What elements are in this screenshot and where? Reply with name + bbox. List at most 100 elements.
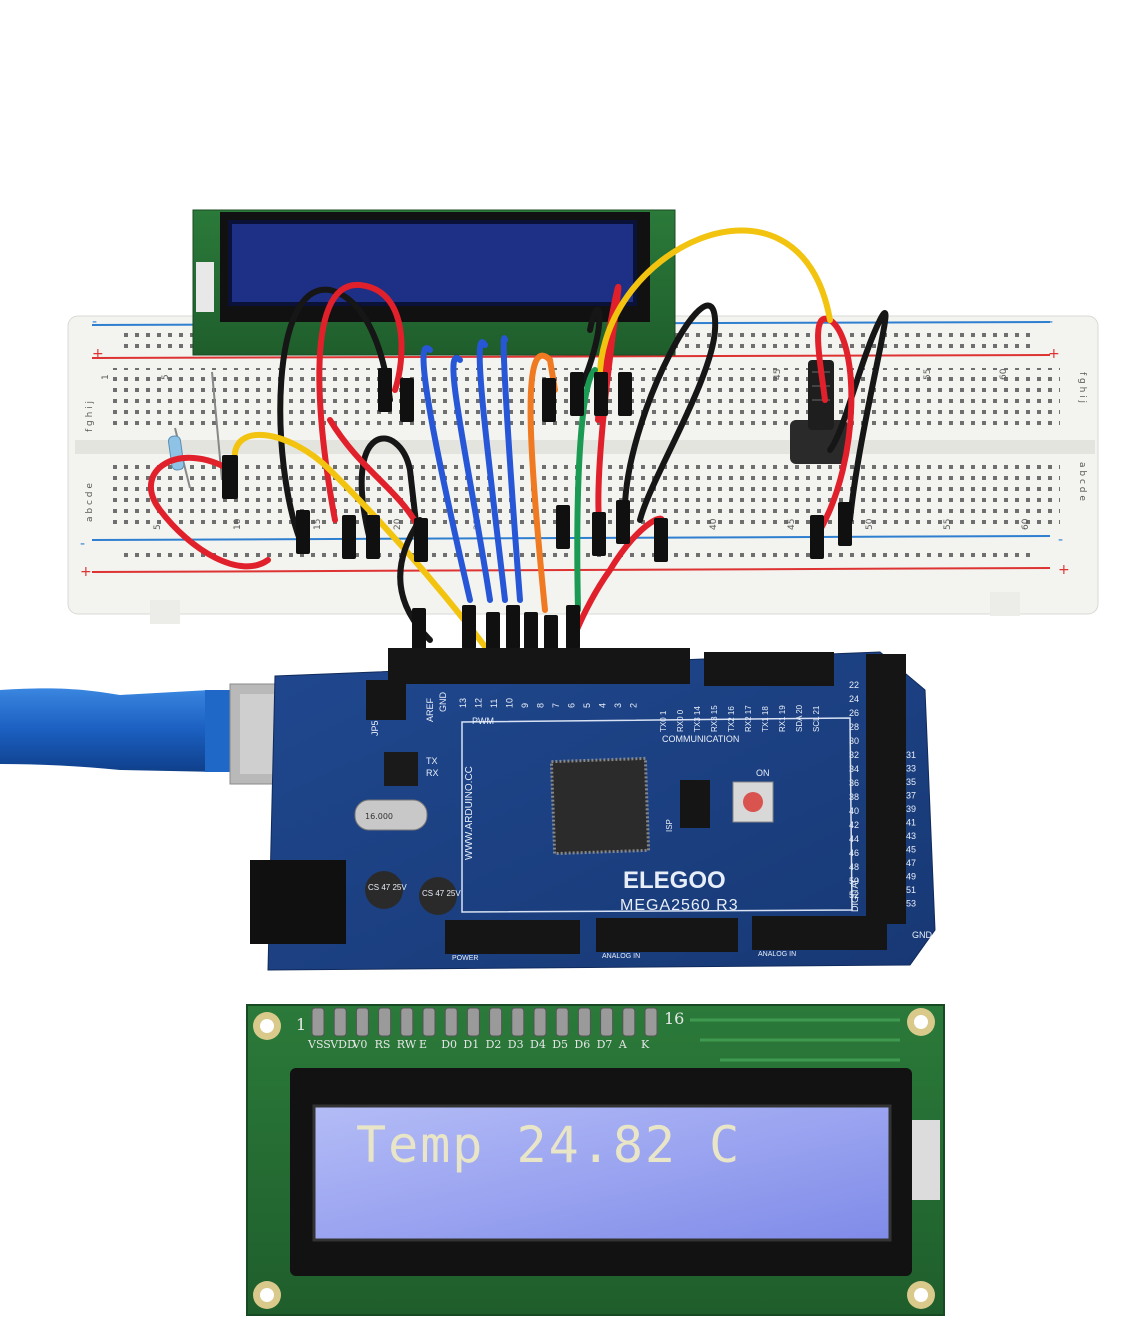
digital-pin-label: 24 — [849, 694, 859, 704]
power-label: POWER — [452, 955, 478, 962]
comm-pin-label: TX2 16 — [727, 706, 736, 732]
lcd-pin — [355, 1007, 369, 1037]
lcd-pin-label: D5 — [552, 1038, 568, 1051]
gnd-label: GND — [438, 692, 448, 713]
digital-pin-label: 43 — [906, 831, 916, 841]
pwm-pin-label: 11 — [489, 699, 499, 708]
lcd-pin-label: A — [618, 1038, 628, 1051]
digital-pin-label: 52 — [849, 890, 859, 900]
pwm-pin-label: 5 — [582, 703, 592, 708]
row-number-top: 5 — [161, 374, 171, 380]
lcd-pin — [466, 1007, 480, 1037]
rail-plus-top-left: + — [92, 346, 104, 362]
lcd-pin-header — [311, 1007, 658, 1037]
lcd-pin — [600, 1007, 614, 1037]
pwm-pin-label: 12 — [474, 698, 484, 708]
digital-pin-label: 49 — [906, 872, 916, 882]
pwm-pin-label: 3 — [613, 703, 623, 708]
lcd-pin — [622, 1007, 636, 1037]
digital-pin-label: 40 — [849, 806, 859, 816]
lcd-pin-label: D3 — [508, 1038, 524, 1051]
row-number-bottom: 5 — [153, 524, 163, 530]
row-number-top: 1 — [101, 374, 111, 380]
analog-in-label-2: ANALOG IN — [758, 951, 796, 958]
lcd-display-text: Temp 24.82 C — [356, 1116, 741, 1174]
digital-pin-label: 30 — [849, 736, 859, 746]
pwm-label: PWM — [472, 716, 494, 726]
rail-minus-bottom-right: - — [1058, 532, 1063, 548]
comm-pin-label: RX3 15 — [710, 705, 719, 732]
digital-pin-label: 22 — [849, 680, 859, 690]
lcd-pin-label: V0 — [351, 1038, 367, 1051]
row-number-bottom: 15 — [313, 519, 323, 530]
pwm-pin-label: 4 — [598, 703, 608, 708]
comm-pin-label: TX0 1 — [659, 710, 668, 732]
website-label: WWW.ARDUINO.CC — [464, 766, 475, 860]
crystal-label: 16.000 — [365, 812, 393, 821]
comm-pin-label: RX1 19 — [778, 705, 787, 732]
lcd-pin-label: E — [419, 1038, 427, 1051]
digital-pin-label: 46 — [849, 848, 859, 858]
column-letters-bottom-right: a b c d e — [1077, 462, 1087, 501]
pwm-pin-label: 6 — [567, 703, 577, 708]
digital-pin-label: 45 — [906, 845, 916, 855]
comm-pin-label: RX0 0 — [676, 709, 685, 732]
comm-pin-label: RX2 17 — [744, 705, 753, 732]
lcd-pin-start-label: 1 — [296, 1015, 306, 1034]
lcd-pin — [444, 1007, 458, 1037]
column-letters-top-right: f g h i j — [1077, 372, 1087, 403]
pwm-pin-label: 13 — [458, 698, 468, 708]
isp-label: ISP — [665, 819, 674, 832]
lcd-pin — [489, 1007, 503, 1037]
digital-pin-label: 34 — [849, 764, 859, 774]
digital-pin-label: 36 — [849, 778, 859, 788]
digital-pin-label: 48 — [849, 862, 859, 872]
row-number-top: 60 — [999, 368, 1009, 380]
digital-pin-label: 39 — [906, 804, 916, 814]
row-number-top: 55 — [923, 369, 933, 380]
jp5-label: JP5 — [370, 720, 380, 736]
rail-minus-top-left: - — [92, 314, 97, 330]
lcd-pin — [333, 1007, 347, 1037]
lcd-pin-label: D2 — [486, 1038, 502, 1051]
pwm-pin-label: 9 — [520, 703, 530, 708]
rail-plus-bottom-left: + — [80, 564, 92, 580]
digital-pin-label: 37 — [906, 791, 916, 801]
rx-label: RX — [426, 768, 439, 778]
aref-label: AREF — [425, 697, 435, 722]
brand-label: ELEGOO — [623, 867, 726, 894]
lcd-pin — [400, 1007, 414, 1037]
cap-right-label: CS 47 25V — [422, 889, 461, 898]
digital-pin-label: 47 — [906, 858, 916, 868]
comm-pin-label: SCL 21 — [812, 705, 821, 732]
digital-pin-label: 28 — [849, 722, 859, 732]
comm-pin-label: TX1 18 — [761, 706, 770, 732]
arduino-mega-board: ELEGOO MEGA2560 R3 WWW.ARDUINO.CC AREF G… — [250, 648, 936, 971]
digital-label: DIGITAL — [850, 878, 860, 912]
lcd-pin — [644, 1007, 658, 1037]
lcd-pin-label: VSS — [307, 1038, 331, 1051]
lcd-pin-label: D6 — [574, 1038, 590, 1051]
communication-label: COMMUNICATION — [662, 734, 739, 744]
rail-minus-top-right: - — [1048, 314, 1053, 330]
row-number-bottom: 20 — [393, 518, 403, 530]
digital-pin-label: 32 — [849, 750, 859, 760]
digital-pin-label: 44 — [849, 834, 859, 844]
lcd-pin — [422, 1007, 436, 1037]
comm-pin-label: SDA 20 — [795, 704, 804, 732]
lcd-pin-label: K — [641, 1038, 650, 1051]
pwm-pin-label: 7 — [551, 703, 561, 708]
row-number-bottom: 10 — [233, 518, 243, 530]
row-number-top: 45 — [773, 369, 783, 380]
rail-minus-bottom-left: - — [80, 536, 85, 552]
lcd-pin-label: VDD — [329, 1038, 356, 1051]
lcd-pin — [511, 1007, 525, 1037]
tx-label: TX — [426, 756, 438, 766]
lcd-pin-label: D1 — [463, 1038, 479, 1051]
digital-pin-label: 31 — [906, 750, 916, 760]
